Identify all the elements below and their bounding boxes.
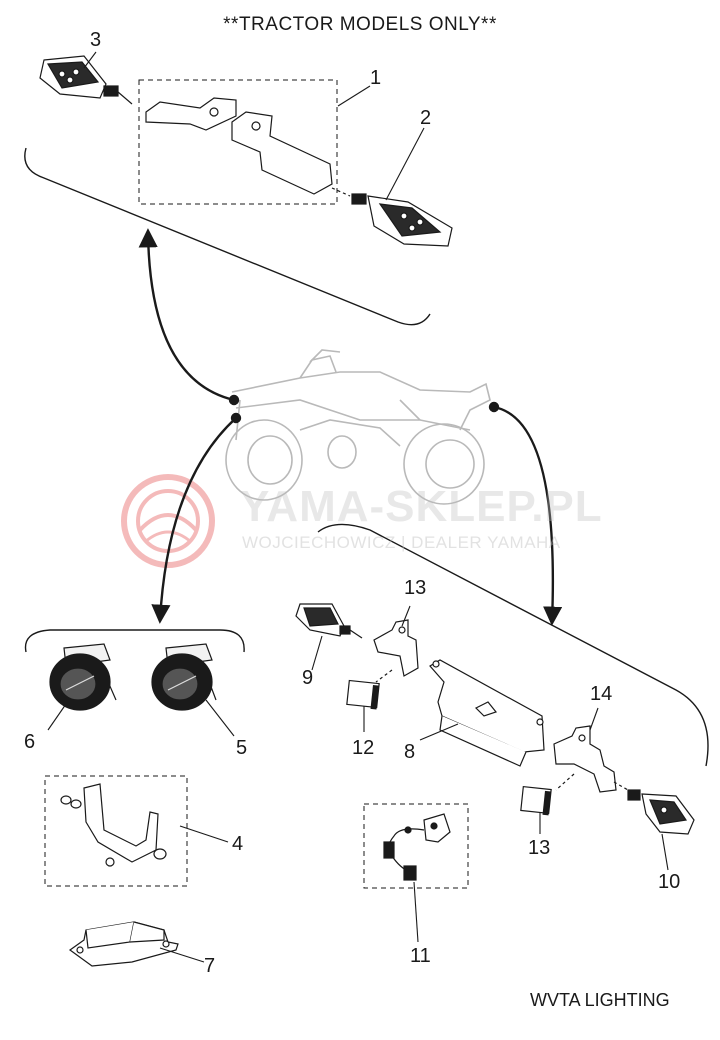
callout-8: 8 <box>404 741 416 763</box>
lights-group-bracket <box>24 629 245 653</box>
part-7-module <box>68 921 179 967</box>
part-6-light <box>49 643 117 711</box>
callout-2: 2 <box>420 107 432 129</box>
leader-lines <box>47 51 669 963</box>
callout-1: 1 <box>370 67 382 89</box>
callout-12: 12 <box>352 737 375 759</box>
callout-4: 4 <box>232 833 244 855</box>
part-11-box <box>363 803 469 889</box>
footer-title: WVTA LIGHTING <box>530 990 670 1010</box>
callout-14: 14 <box>590 683 613 705</box>
callout-10: 10 <box>658 871 681 893</box>
callout-13-lower: 13 <box>528 837 551 859</box>
part-1-box <box>138 79 338 205</box>
callout-6: 6 <box>24 731 36 753</box>
pointer-arrows <box>138 228 563 626</box>
part-14-bracket <box>553 725 629 793</box>
part-4-bracket <box>60 783 167 867</box>
callout-9: 9 <box>302 667 314 689</box>
callout-3: 3 <box>90 29 102 51</box>
part-12-reflector-edge <box>370 684 379 710</box>
part-13-bracket-upper <box>373 619 419 683</box>
part-4-box <box>44 775 188 887</box>
callout-13-upper: 13 <box>404 577 427 599</box>
part-11-harness <box>383 813 451 881</box>
part-5-light <box>151 643 217 711</box>
atv-outline <box>225 349 491 505</box>
part-13-reflector-edge <box>542 790 551 816</box>
part-2-indicator <box>331 187 453 247</box>
top-group-bracket <box>24 147 431 326</box>
header-note: **TRACTOR MODELS ONLY** <box>223 14 497 35</box>
callout-7: 7 <box>204 955 216 977</box>
part-8-plate-bracket <box>429 659 545 767</box>
part-3-indicator <box>39 55 133 105</box>
watermark-subtitle: WOJCIECHOWICZ | DEALER YAMAHA <box>242 533 561 552</box>
callout-5: 5 <box>236 737 248 759</box>
part-1-bracket <box>145 97 333 195</box>
part-10-indicator <box>627 789 695 835</box>
callout-11: 11 <box>410 945 431 967</box>
watermark-title: YAMA-SKLEP.PL <box>240 482 603 531</box>
part-9-indicator <box>295 603 363 639</box>
right-group-bracket <box>317 523 709 767</box>
